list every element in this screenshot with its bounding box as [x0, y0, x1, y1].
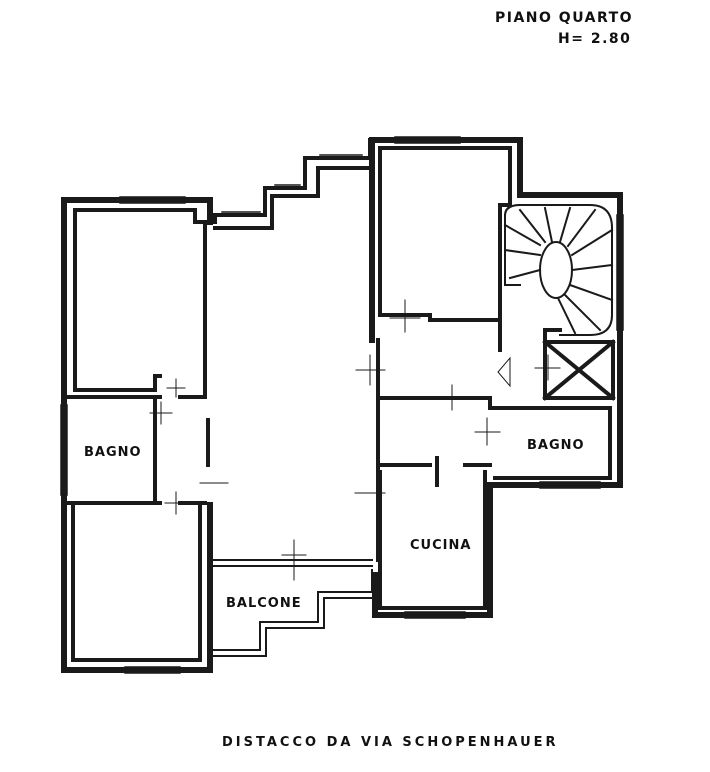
- floor-height: H= 2.80: [558, 31, 632, 47]
- room-label-cucina: CUCINA: [410, 538, 472, 553]
- balcony-outline: [211, 559, 379, 657]
- room-label-balcone: BALCONE: [226, 596, 302, 611]
- room-label-bagno-left: BAGNO: [84, 445, 142, 460]
- street-note: DISTACCO DA VIA SCHOPENHAUER: [222, 735, 559, 750]
- right-wing-walls: [369, 137, 623, 618]
- left-wing-walls: [61, 197, 213, 673]
- spiral-stair: [503, 204, 614, 336]
- left-wing-inner-walls: [66, 208, 207, 662]
- central-windows: [221, 154, 363, 213]
- left-windows: [60, 196, 186, 674]
- room-label-bagno-right: BAGNO: [527, 438, 585, 453]
- central-facade: [213, 138, 372, 230]
- floor-title: PIANO QUARTO: [495, 10, 634, 26]
- hall-partitions: [206, 418, 212, 562]
- right-wing-inner-walls: [376, 146, 616, 610]
- door-marks: [149, 299, 561, 581]
- right-windows: [394, 136, 624, 619]
